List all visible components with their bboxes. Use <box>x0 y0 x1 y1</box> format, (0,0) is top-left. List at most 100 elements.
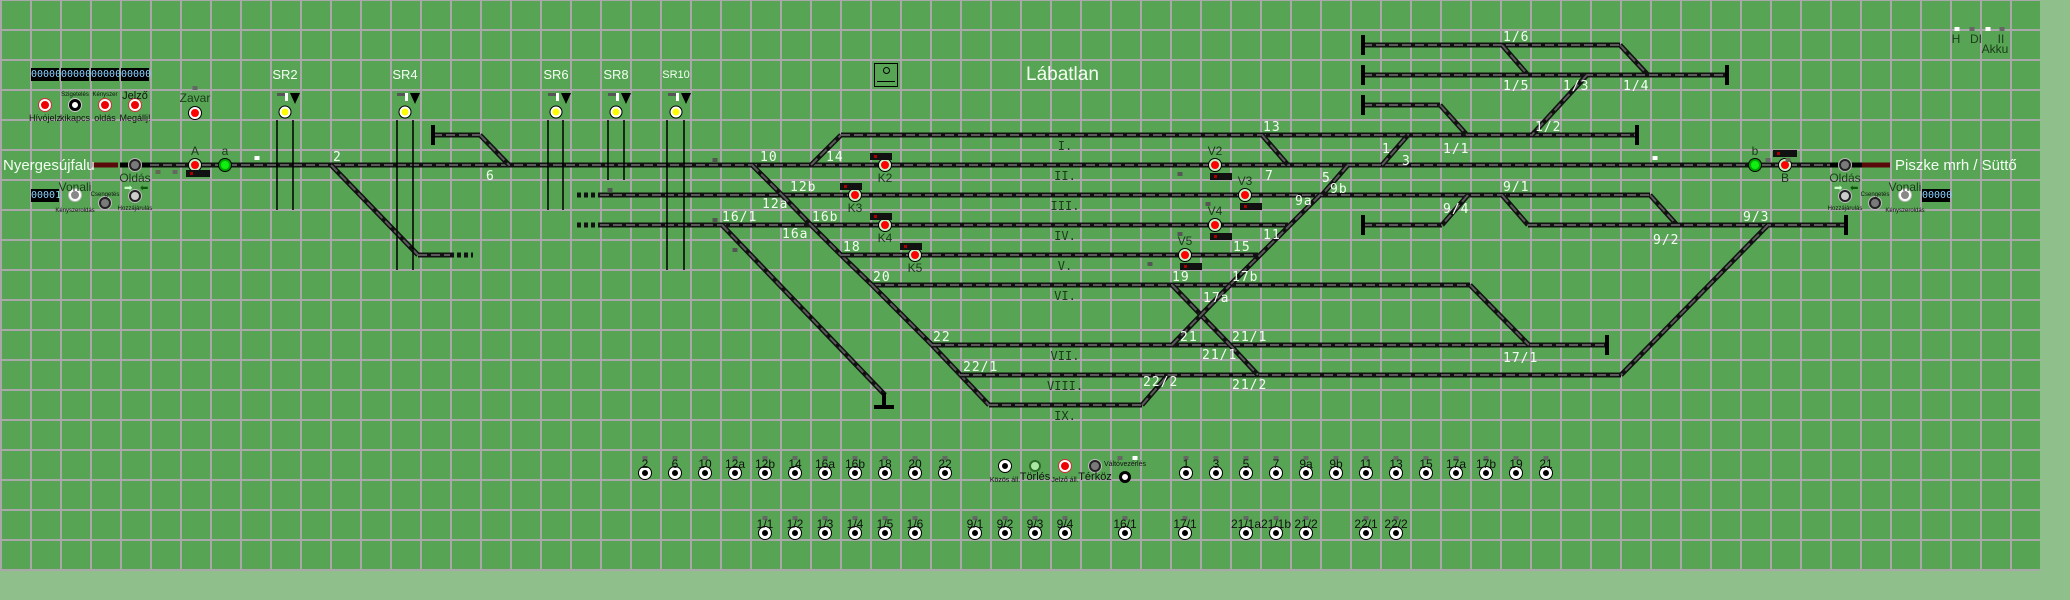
sr-signal[interactable] <box>610 106 622 118</box>
switch-button[interactable] <box>1360 527 1372 539</box>
sr-signal[interactable] <box>550 106 562 118</box>
switch-button[interactable] <box>1390 467 1402 479</box>
switch-label: 1/3 <box>1563 79 1590 94</box>
panel-button[interactable] <box>69 99 81 111</box>
status-indicator <box>1652 156 1658 160</box>
switch-button[interactable] <box>879 527 891 539</box>
control-button[interactable] <box>1089 460 1101 472</box>
vonali-button[interactable] <box>1899 189 1911 201</box>
switch-button[interactable] <box>1420 467 1432 479</box>
switch-button[interactable] <box>909 527 921 539</box>
signal[interactable] <box>219 159 231 171</box>
vonali-button[interactable] <box>69 189 81 201</box>
switch-button[interactable] <box>999 527 1011 539</box>
track-label: III. <box>1050 199 1080 213</box>
signal[interactable] <box>1239 189 1251 201</box>
switch-button[interactable] <box>1390 527 1402 539</box>
shunt-signal-icon[interactable] <box>1210 173 1232 180</box>
switch-button[interactable] <box>1240 527 1252 539</box>
control-button[interactable] <box>1059 460 1071 472</box>
signal[interactable] <box>849 189 861 201</box>
switch-button[interactable] <box>789 527 801 539</box>
switch-button[interactable] <box>759 527 771 539</box>
switch-button[interactable] <box>639 467 651 479</box>
control-button[interactable] <box>1029 460 1041 472</box>
oldas-button[interactable] <box>129 159 141 171</box>
shunt-signal-icon[interactable] <box>186 170 210 177</box>
control-button[interactable] <box>1119 471 1131 483</box>
sr-label: SR4 <box>392 67 418 82</box>
signal[interactable] <box>1179 249 1191 261</box>
switch-button[interactable] <box>729 467 741 479</box>
switch-button[interactable] <box>1270 467 1282 479</box>
shunt-signal-icon[interactable] <box>870 213 892 220</box>
switch-button[interactable] <box>1510 467 1522 479</box>
switch-label: 21/1 <box>1232 330 1268 345</box>
shunt-signal-icon[interactable] <box>1210 233 1232 240</box>
shunt-signal-icon[interactable] <box>900 243 922 250</box>
signal[interactable] <box>1749 159 1761 171</box>
switch-button[interactable] <box>879 467 891 479</box>
switch-button[interactable] <box>1300 527 1312 539</box>
switch-button[interactable] <box>1480 467 1492 479</box>
switch-button[interactable] <box>1540 467 1552 479</box>
csengetes-button[interactable] <box>1869 197 1881 209</box>
switch-button[interactable] <box>1210 467 1222 479</box>
hozzajarulas-button[interactable] <box>129 190 141 202</box>
switch-label: 17b <box>1232 270 1259 285</box>
switch-button[interactable] <box>1360 467 1372 479</box>
switch-button[interactable] <box>849 527 861 539</box>
switch-label: 13 <box>1263 120 1281 135</box>
sr-signal[interactable] <box>279 106 291 118</box>
switch-button[interactable] <box>1330 467 1342 479</box>
signal[interactable] <box>909 249 921 261</box>
switch-button[interactable] <box>759 467 771 479</box>
switch-button[interactable] <box>1059 527 1071 539</box>
switch-button[interactable] <box>789 467 801 479</box>
switch-indicator <box>1122 516 1128 520</box>
signal[interactable] <box>1209 219 1221 231</box>
shunt-signal-icon[interactable] <box>1180 263 1202 270</box>
switch-button-label: 3 <box>1212 457 1220 471</box>
switch-button-label: 9a <box>1299 457 1313 471</box>
switch-button[interactable] <box>699 467 711 479</box>
switch-button[interactable] <box>969 527 981 539</box>
switch-button[interactable] <box>1240 467 1252 479</box>
shunt-signal-icon[interactable] <box>870 153 892 160</box>
station-icon-line <box>877 81 895 82</box>
switch-button[interactable] <box>1300 467 1312 479</box>
switch-button[interactable] <box>1180 467 1192 479</box>
panel-button[interactable] <box>99 99 111 111</box>
panel-button[interactable] <box>129 99 141 111</box>
hozzajarulas-button[interactable] <box>1839 190 1851 202</box>
panel-button[interactable] <box>39 99 51 111</box>
switch-button[interactable] <box>909 467 921 479</box>
sr-signal[interactable] <box>399 106 411 118</box>
shunt-signal-icon[interactable] <box>1240 203 1262 210</box>
signal[interactable] <box>879 219 891 231</box>
switch-button[interactable] <box>1270 527 1282 539</box>
switch-button[interactable] <box>819 467 831 479</box>
signal[interactable] <box>1209 159 1221 171</box>
station-icon[interactable] <box>874 63 898 87</box>
shunt-signal-icon[interactable] <box>1773 150 1797 157</box>
oldas-button[interactable] <box>1839 159 1851 171</box>
switch-button[interactable] <box>1450 467 1462 479</box>
csengetes-button[interactable] <box>99 197 111 209</box>
signal[interactable] <box>879 159 891 171</box>
signal[interactable] <box>1779 159 1791 171</box>
switch-button[interactable] <box>819 527 831 539</box>
switch-button[interactable] <box>1029 527 1041 539</box>
switch-button[interactable] <box>939 467 951 479</box>
switch-button[interactable] <box>1179 527 1191 539</box>
signal-label: V2 <box>1207 144 1223 158</box>
sr-signal[interactable] <box>670 106 682 118</box>
switch-button[interactable] <box>669 467 681 479</box>
switch-button[interactable] <box>849 467 861 479</box>
sr-indicator <box>668 93 676 96</box>
shunt-signal-icon[interactable] <box>840 183 862 190</box>
switch-indicator <box>1333 456 1339 460</box>
switch-button[interactable] <box>1119 527 1131 539</box>
switch-indicator <box>1543 456 1549 460</box>
control-button[interactable] <box>999 460 1011 472</box>
